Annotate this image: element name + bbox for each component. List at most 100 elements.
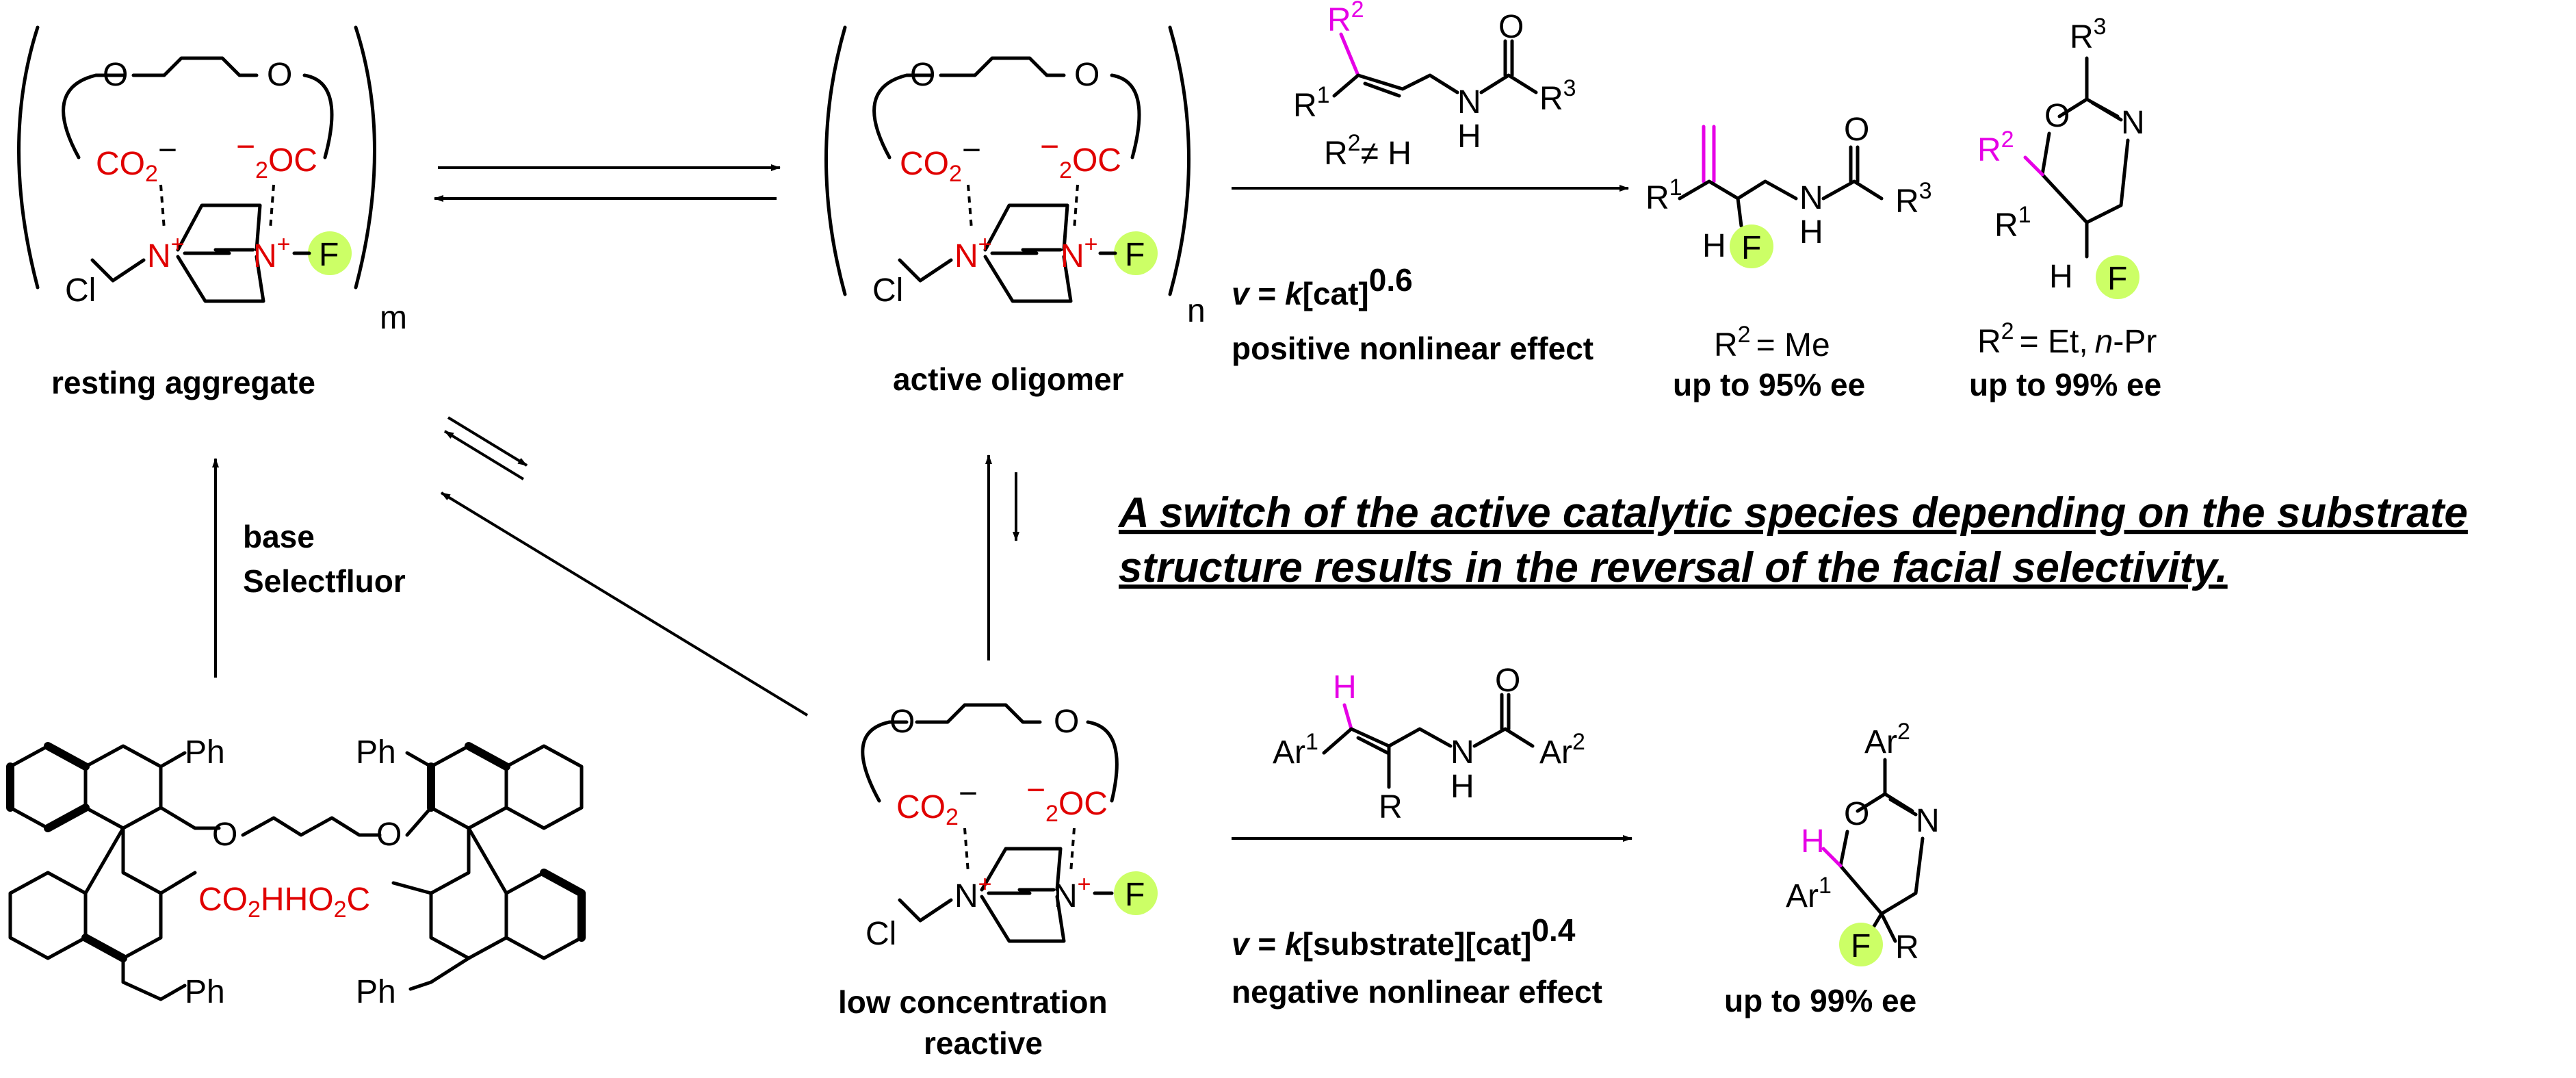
alkene-double-bond xyxy=(1363,81,1401,98)
ether-bond xyxy=(159,806,221,830)
h-bond xyxy=(1821,847,1843,868)
bis-binol-precursor: Ph O O Ph CO2HHO2C Ph Ph xyxy=(6,734,586,1010)
atom-o: O xyxy=(889,704,915,740)
allyl-chain xyxy=(1332,73,1459,98)
atom-o: O xyxy=(1844,796,1869,832)
naphthalene-ring xyxy=(429,826,508,960)
ion-pair-dash xyxy=(963,827,970,873)
aryl-ar1: Ar1 xyxy=(1786,873,1832,914)
top-substrate: R2 R1 N H O R3 R2≠ H xyxy=(1293,0,1576,172)
alkene-double-bond xyxy=(1356,736,1390,755)
oxazine-product-bottom: Ar2 O N H Ar1 F R up to 99% ee xyxy=(1724,719,1940,1018)
ion-pair-dash xyxy=(159,184,166,230)
atom-f: F xyxy=(319,237,339,273)
carboxylate-label: CO2− xyxy=(900,132,981,187)
ph-bond xyxy=(159,751,187,769)
atom-o: O xyxy=(1498,9,1524,45)
carboxylate-label: CO2− xyxy=(96,132,177,187)
atom-n: N xyxy=(1457,84,1481,120)
selectfluor-label: Selectfluor xyxy=(243,563,406,599)
atom-o: O xyxy=(212,817,237,853)
chloromethyl-bond xyxy=(898,258,953,283)
rate-law-1: v = k[cat]0.6 xyxy=(1232,262,1413,311)
atom-cl: Cl xyxy=(65,272,96,309)
atom-o: O xyxy=(1074,57,1100,93)
carboxylate-label: −2OC xyxy=(236,129,317,183)
substituent-r2: R2 xyxy=(1977,127,2014,168)
right-paren xyxy=(354,25,376,290)
linker-left xyxy=(62,73,125,159)
ester-bond xyxy=(159,871,197,895)
r2-me-label: R2= Me xyxy=(1714,322,1830,363)
ion-pair-dash xyxy=(269,184,275,230)
substituent-r1: R1 xyxy=(1994,202,2031,244)
atom-o: O xyxy=(1054,704,1079,740)
ee-99-label: up to 99% ee xyxy=(1724,983,1916,1018)
bold-bonds xyxy=(81,934,127,962)
ph-bond xyxy=(121,956,187,1001)
positive-nle-label: positive nonlinear effect xyxy=(1232,331,1593,366)
ester-bond xyxy=(391,881,433,895)
linker-left xyxy=(872,73,933,159)
chloromethyl-bond xyxy=(90,258,146,283)
repeat-n: n xyxy=(1187,293,1206,329)
substituent-r: R xyxy=(1895,929,1919,966)
r2-bond xyxy=(2023,155,2044,177)
low-concentration-label: low concentration xyxy=(838,984,1108,1020)
bold-bonds xyxy=(540,869,586,942)
naphthalene-ring xyxy=(8,871,88,960)
allylic-fluoride-product: R1 H F N H O R3 R2= Me up to 95% ee xyxy=(1645,112,1932,402)
r2-bond xyxy=(1339,32,1360,77)
atom-h: H xyxy=(1801,823,1825,860)
atom-cl: Cl xyxy=(872,272,903,309)
amide-bond xyxy=(1472,693,1535,748)
atom-n: N xyxy=(2121,105,2145,141)
oxazine-ring-bottom xyxy=(2040,131,2130,224)
atom-f: F xyxy=(2107,261,2127,297)
substituent-r2: R2 xyxy=(1327,0,1364,38)
ph-bond xyxy=(408,956,471,991)
substituent-r: R xyxy=(1379,789,1403,825)
product-chain xyxy=(1678,179,1798,201)
resting-aggregate-structure: O O CO2− −2OC N+ N+ F Cl m resting aggre… xyxy=(17,25,407,400)
ammonium-n: N+ xyxy=(954,871,992,914)
atom-o: O xyxy=(2044,98,2070,134)
linker-chain xyxy=(915,703,1042,724)
substituent-r1: R1 xyxy=(1293,82,1330,124)
active-oligomer-structure: O O CO2− −2OC N+ N+ F Cl n active oligom… xyxy=(824,25,1206,397)
atom-o: O xyxy=(376,817,402,853)
ee-99-label: up to 99% ee xyxy=(1969,367,2161,402)
atom-n: N xyxy=(1450,734,1474,771)
r2-et-npr-label: R2= Et,n-Pr xyxy=(1977,318,2157,360)
fluorine-highlight xyxy=(1839,923,1883,966)
active-oligomer-label: active oligomer xyxy=(893,361,1124,397)
naphthalene-ring xyxy=(83,744,163,830)
amide-bond xyxy=(1479,39,1538,94)
fluorine-highlight xyxy=(1114,231,1158,275)
amide-bond xyxy=(1821,145,1884,201)
dabco-cage xyxy=(983,203,1073,303)
carboxylic-acid-label: CO2HHO2C xyxy=(198,882,370,923)
aryl-ar2: Ar2 xyxy=(1539,729,1585,771)
linker-right xyxy=(1110,73,1141,159)
oxazine-ring-bottom xyxy=(1838,830,1925,916)
atom-h: H xyxy=(1799,214,1823,251)
linker-left xyxy=(861,720,909,803)
atom-o: O xyxy=(910,57,935,93)
atom-o: O xyxy=(267,57,292,93)
ammonium-n: N+ xyxy=(253,231,291,274)
ion-pair-dash xyxy=(967,184,973,230)
atom-n: N xyxy=(1916,803,1940,839)
carboxylate-label: −2OC xyxy=(1026,772,1108,827)
atom-o: O xyxy=(1495,663,1520,699)
atom-f: F xyxy=(1741,230,1761,266)
propyl-linker xyxy=(241,816,382,837)
atom-o: O xyxy=(103,57,128,93)
monomer-structure: O O CO2− −2OC N+ N+ F Cl low concentrati… xyxy=(838,703,1158,1061)
dabco-cage xyxy=(980,847,1066,943)
atom-h: H xyxy=(1457,118,1481,155)
atom-o: O xyxy=(1844,112,1869,148)
exo-methylene xyxy=(1702,125,1716,183)
atom-f: F xyxy=(1125,877,1145,913)
atom-n: N xyxy=(1799,180,1823,216)
